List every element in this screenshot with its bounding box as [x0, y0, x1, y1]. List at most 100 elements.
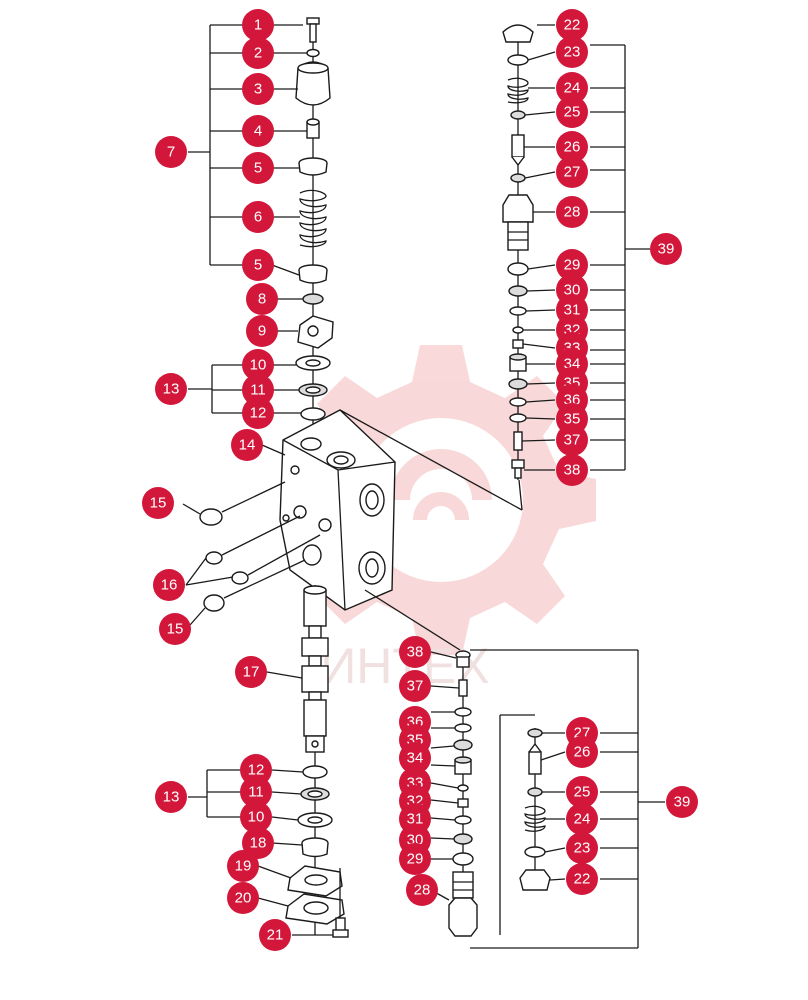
- side-orings: [199, 481, 321, 612]
- part-spool: [301, 585, 329, 753]
- svg-text:39: 39: [658, 241, 675, 258]
- callout-25-side: 25: [566, 776, 598, 808]
- callout-38-bottom: 38: [399, 636, 431, 668]
- part-bolt-38: [511, 459, 525, 479]
- part-poppet-26b: [528, 742, 542, 775]
- callout-34-bottom: 34: [399, 742, 431, 774]
- callout-9: 9: [246, 315, 278, 347]
- svg-text:4: 4: [254, 123, 262, 140]
- svg-text:39: 39: [674, 794, 691, 811]
- svg-text:35: 35: [564, 411, 581, 428]
- part-spring-seat-lower: [298, 264, 328, 284]
- svg-text:15: 15: [167, 621, 184, 638]
- callout-19: 19: [227, 850, 259, 882]
- callout-15-upper: 15: [142, 487, 174, 519]
- part-housing-28: [502, 194, 534, 251]
- svg-text:13: 13: [163, 789, 180, 806]
- part-housing-28b: [448, 871, 478, 937]
- callout-14: 14: [231, 429, 263, 461]
- svg-text:38: 38: [564, 462, 581, 479]
- part-spring-24b: [524, 805, 546, 832]
- callout-21: 21: [259, 919, 291, 951]
- svg-text:17: 17: [243, 664, 260, 681]
- svg-text:21: 21: [267, 927, 284, 944]
- callout-4: 4: [242, 115, 274, 147]
- svg-text:15: 15: [150, 495, 167, 512]
- callout-13-lower: 13: [155, 781, 187, 813]
- svg-text:25: 25: [564, 104, 581, 121]
- part-piston-34b: [454, 756, 472, 775]
- part-oring-12b: [302, 765, 328, 779]
- callout-22-top: 22: [556, 9, 588, 41]
- svg-text:18: 18: [250, 835, 267, 852]
- svg-text:28: 28: [564, 204, 581, 221]
- svg-text:19: 19: [235, 858, 252, 875]
- callout-26-side: 26: [566, 736, 598, 768]
- part-bolt-38b: [455, 650, 471, 668]
- callout-10-lower: 10: [240, 801, 272, 833]
- svg-text:24: 24: [574, 811, 591, 828]
- svg-text:5: 5: [254, 257, 262, 274]
- svg-text:8: 8: [258, 291, 266, 308]
- callout-27-top: 27: [556, 156, 588, 188]
- callout-23-side: 23: [566, 832, 598, 864]
- svg-text:9: 9: [258, 323, 266, 340]
- svg-text:22: 22: [574, 871, 591, 888]
- part-spring: [299, 189, 327, 248]
- svg-text:5: 5: [254, 160, 262, 177]
- callout-26-top: 26: [556, 131, 588, 163]
- svg-text:11: 11: [250, 382, 266, 399]
- callout-16: 16: [153, 569, 185, 601]
- svg-text:2: 2: [254, 45, 262, 62]
- svg-text:37: 37: [564, 432, 581, 449]
- part-stem: [306, 118, 320, 139]
- part-flange-20: [285, 893, 345, 925]
- svg-text:31: 31: [564, 302, 581, 319]
- right-upper-stack: [502, 24, 534, 480]
- callout-37-top: 37: [556, 424, 588, 456]
- callout-10-upper: 10: [242, 349, 274, 381]
- part-spring-24: [507, 77, 529, 104]
- callout-5-lower: 5: [242, 249, 274, 281]
- svg-text:29: 29: [407, 851, 424, 868]
- svg-text:14: 14: [239, 437, 256, 454]
- svg-text:38: 38: [407, 644, 424, 661]
- part-bolt-21: [332, 917, 349, 938]
- callout-6: 6: [242, 201, 274, 233]
- svg-text:28: 28: [414, 882, 431, 899]
- svg-text:6: 6: [254, 209, 262, 226]
- callout-39-bottom: 39: [666, 786, 698, 818]
- svg-text:37: 37: [407, 678, 424, 695]
- svg-text:24: 24: [564, 80, 581, 97]
- callout-11-upper: 11: [242, 374, 274, 406]
- valve-body: [279, 409, 523, 651]
- part-plug-18: [301, 837, 329, 858]
- svg-text:26: 26: [574, 744, 591, 761]
- svg-text:31: 31: [407, 811, 424, 828]
- svg-text:20: 20: [235, 890, 252, 907]
- left-upper-stack: [295, 17, 334, 455]
- bracket-lines: [182, 24, 665, 949]
- callout-15-lower: 15: [159, 613, 191, 645]
- callout-2: 2: [242, 37, 274, 69]
- left-lower-stack: [285, 585, 349, 938]
- part-flange-19: [287, 865, 343, 897]
- callout-24-side: 24: [566, 803, 598, 835]
- part-cap-22: [502, 24, 534, 43]
- svg-text:34: 34: [407, 750, 424, 767]
- callout-37-bottom: 37: [399, 670, 431, 702]
- callout-1: 1: [242, 9, 274, 41]
- svg-text:25: 25: [574, 784, 591, 801]
- bottom-right-stack: [519, 728, 551, 891]
- svg-text:23: 23: [574, 840, 591, 857]
- svg-text:12: 12: [248, 762, 265, 779]
- svg-text:11: 11: [248, 784, 264, 801]
- svg-text:16: 16: [161, 577, 178, 594]
- callout-5-upper: 5: [242, 152, 274, 184]
- svg-text:3: 3: [254, 81, 262, 98]
- callout-29-top: 29: [556, 249, 588, 281]
- callout-28-bottom: 28: [406, 874, 438, 906]
- svg-text:12: 12: [250, 405, 267, 422]
